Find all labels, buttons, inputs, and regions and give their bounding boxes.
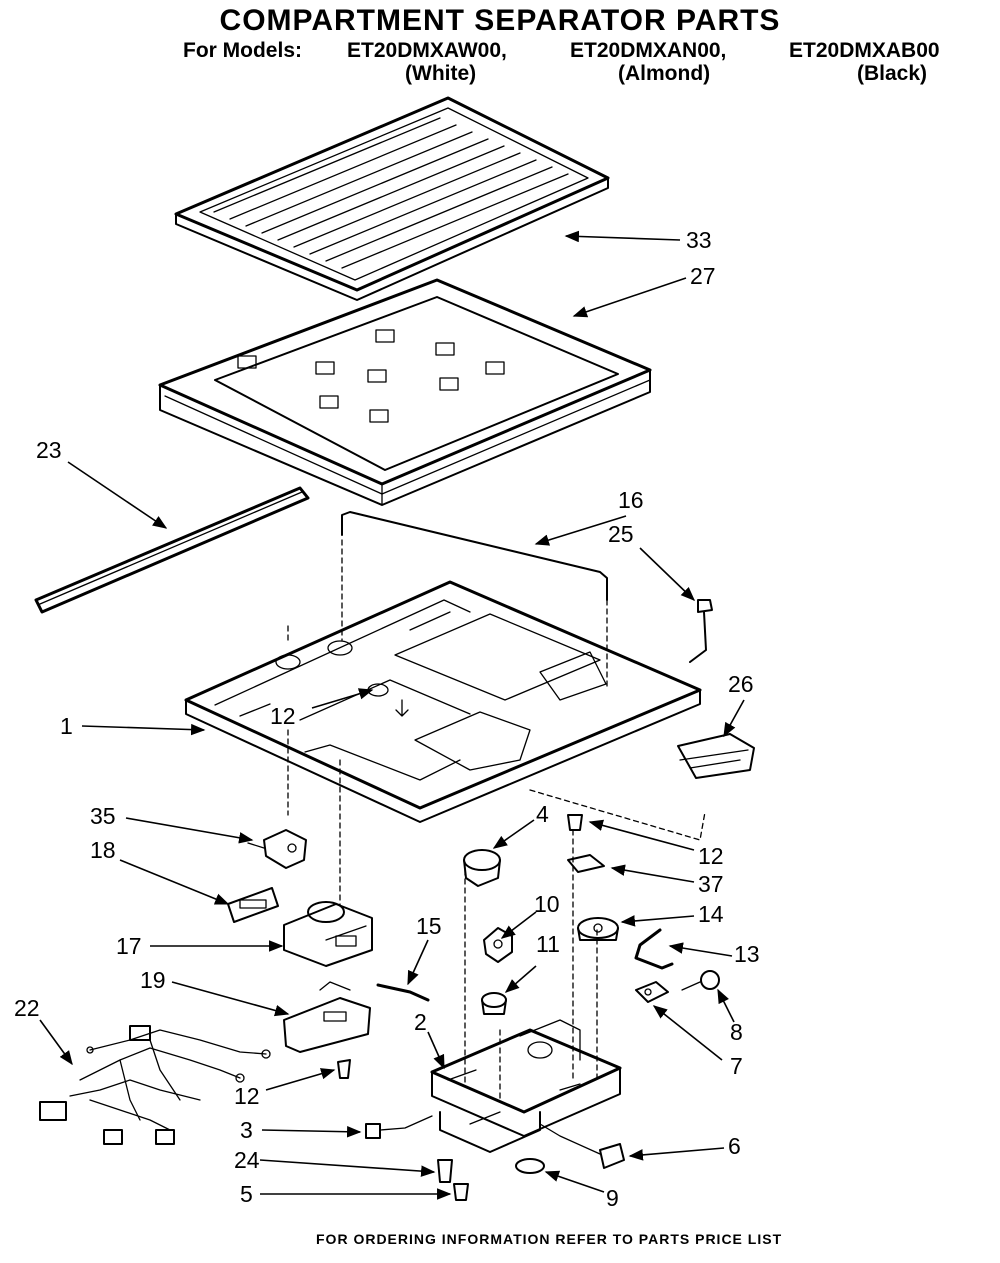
callout-2: 2 <box>414 1009 427 1035</box>
callout-25: 25 <box>608 521 634 547</box>
callout-13: 13 <box>734 941 760 967</box>
callout-12: 12 <box>698 843 724 869</box>
callout-19: 19 <box>140 967 166 993</box>
callout-4: 4 <box>536 801 549 827</box>
page-title: COMPARTMENT SEPARATOR PARTS <box>219 4 781 37</box>
bracket-part-7 <box>635 981 669 1003</box>
callout-33: 33 <box>686 227 712 253</box>
callout-8: 8 <box>730 1019 743 1045</box>
base-housing-part-2 <box>430 1019 622 1153</box>
callout-17: 17 <box>116 933 142 959</box>
screw-part-5 <box>453 1183 469 1201</box>
callout-12: 12 <box>270 703 296 729</box>
callout-27: 27 <box>690 263 716 289</box>
callout-22: 22 <box>14 995 40 1021</box>
callout-35: 35 <box>90 803 116 829</box>
callout-10: 10 <box>534 891 560 917</box>
shelf-grille-part-33 <box>174 96 610 301</box>
tape-part-37 <box>567 854 605 873</box>
models-label: For Models: <box>183 39 302 62</box>
separator-part-1 <box>184 539 702 823</box>
screw-part-24 <box>437 1159 453 1183</box>
screw-part-25 <box>689 599 713 663</box>
screw-part-12 <box>567 814 583 831</box>
callout-26: 26 <box>728 671 754 697</box>
cover-part-26 <box>677 733 755 779</box>
callout-3: 3 <box>240 1117 253 1143</box>
damper-part-14 <box>577 917 619 941</box>
callout-7: 7 <box>730 1053 743 1079</box>
grommet-part-11 <box>481 992 507 1015</box>
model-number: ET20DMXAB00 <box>789 39 940 62</box>
model-number: ET20DMXAN00, <box>570 39 727 62</box>
screw-part-12 <box>337 1059 351 1079</box>
control-part-19 <box>283 981 371 1053</box>
callout-24: 24 <box>234 1147 260 1173</box>
bracket-part-35 <box>247 829 307 869</box>
callout-18: 18 <box>90 837 116 863</box>
knob-part-18 <box>227 887 279 923</box>
callout-16: 16 <box>618 487 644 513</box>
control-housing-part-17 <box>283 901 373 967</box>
tube-part-15 <box>376 983 430 1002</box>
callout-12: 12 <box>234 1083 260 1109</box>
callout-15: 15 <box>416 913 442 939</box>
wire-harness-part-22 <box>39 1025 271 1145</box>
callout-6: 6 <box>728 1133 741 1159</box>
heater-wire-part-16 <box>341 511 608 601</box>
callout-11: 11 <box>536 931 560 957</box>
model-color: (Black) <box>857 62 928 85</box>
callout-leaders <box>39 230 745 1200</box>
callout-5: 5 <box>240 1181 253 1207</box>
sensor-part-4 <box>463 849 501 887</box>
switch-part-10 <box>483 927 513 963</box>
frame-part-27 <box>158 278 652 506</box>
model-number: ET20DMXAW00, <box>347 39 507 62</box>
ordering-info-footer: FOR ORDERING INFORMATION REFER TO PARTS … <box>316 1231 783 1247</box>
model-color: (Almond) <box>618 62 711 85</box>
callout-37: 37 <box>698 871 724 897</box>
callout-23: 23 <box>36 437 62 463</box>
rod-part-13 <box>634 928 674 970</box>
foot-part-9 <box>515 1158 545 1174</box>
model-color: (White) <box>405 62 477 85</box>
clip-part-3 <box>365 1115 433 1139</box>
trim-strip-part-23 <box>34 486 310 614</box>
lamp-part-8 <box>681 970 720 991</box>
callout-14: 14 <box>698 901 724 927</box>
callout-1: 1 <box>60 713 73 739</box>
callout-numbers: 33 27 23 16 25 1 12 26 35 4 12 18 37 10 … <box>14 227 760 1211</box>
connector-part-6 <box>539 1123 625 1169</box>
callout-9: 9 <box>606 1185 619 1211</box>
